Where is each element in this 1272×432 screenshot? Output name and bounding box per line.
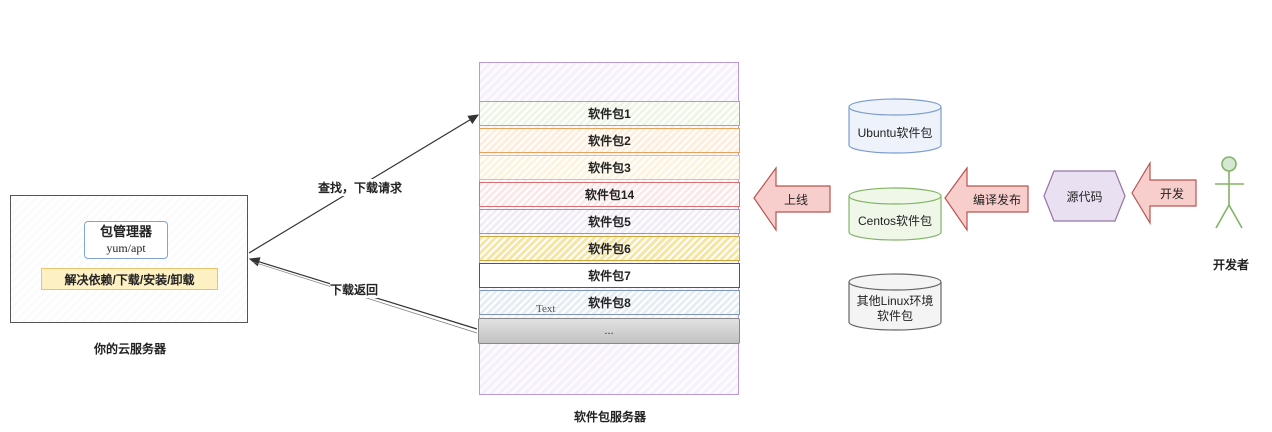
compile-arrow-label: 编译发布: [967, 188, 1027, 210]
request-arrow-label: 查找，下载请求: [318, 179, 402, 196]
online-arrow-label: 上线: [776, 188, 816, 210]
ubuntu-packages-label: Ubuntu软件包: [849, 124, 941, 142]
other-linux-label-line2: 软件包: [877, 309, 913, 324]
develop-arrow-label: 开发: [1150, 182, 1194, 204]
developer-label: 开发者: [1206, 256, 1256, 273]
other-linux-label-line1: 其他Linux环境: [857, 294, 934, 309]
response-arrow-label: 下载返回: [330, 281, 378, 298]
centos-packages-label: Centos软件包: [849, 212, 941, 230]
developer-icon: [1215, 157, 1244, 228]
source-code-label: 源代码: [1054, 185, 1115, 207]
other-linux-packages-label: 其他Linux环境 软件包: [849, 294, 941, 324]
